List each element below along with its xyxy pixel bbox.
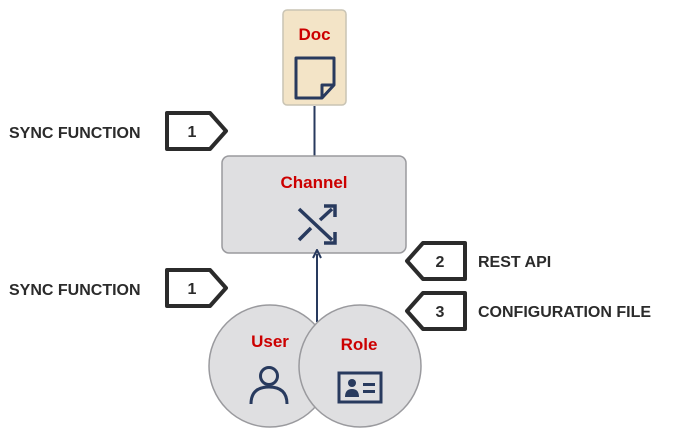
badge-number: 1 xyxy=(188,281,197,298)
sync-function-label: SYNC FUNCTION xyxy=(9,282,141,299)
sync-function-label: SYNC FUNCTION xyxy=(9,125,141,142)
rest-api-label: REST API xyxy=(478,254,551,271)
sync-function-annotation-top: SYNC FUNCTION 1 xyxy=(9,111,228,151)
sync-function-annotation-bottom: SYNC FUNCTION 1 xyxy=(9,268,228,308)
user-label: User xyxy=(251,332,289,351)
role-label: Role xyxy=(341,335,378,354)
person-icon xyxy=(249,366,289,405)
channel-node: Channel xyxy=(221,155,407,254)
doc-node: Doc xyxy=(282,9,347,106)
channel-label: Channel xyxy=(280,173,347,192)
doc-label: Doc xyxy=(298,25,330,44)
badge-shape xyxy=(165,268,228,308)
badge-shape xyxy=(405,291,467,331)
badge-shape xyxy=(165,111,228,151)
user-node: User xyxy=(208,304,332,428)
rest-api-annotation: 2 REST API xyxy=(405,241,551,281)
badge-shape xyxy=(405,241,467,281)
role-node: Role xyxy=(298,304,422,428)
configuration-file-annotation: 3 CONFIGURATION FILE xyxy=(405,291,651,331)
configuration-file-label: CONFIGURATION FILE xyxy=(478,304,651,321)
id-card-icon xyxy=(337,371,383,404)
badge-number: 3 xyxy=(436,304,445,321)
badge-number: 1 xyxy=(188,124,197,141)
shuffle-icon xyxy=(297,204,337,245)
badge-number: 2 xyxy=(436,254,445,271)
document-icon xyxy=(294,56,336,100)
